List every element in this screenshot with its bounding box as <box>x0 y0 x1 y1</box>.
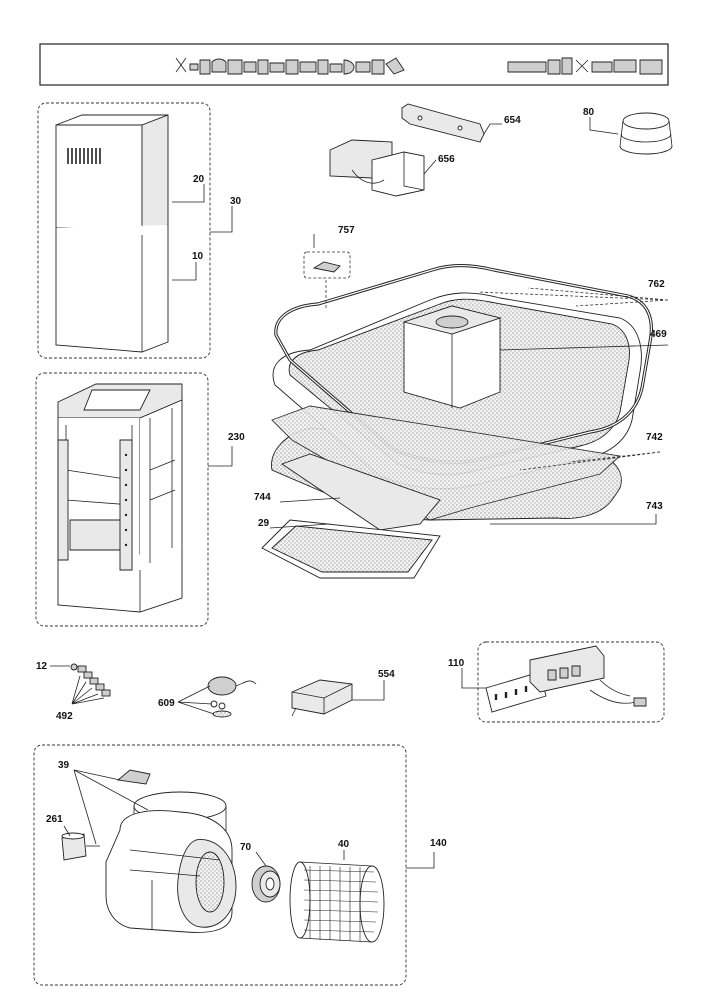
label-762: 762 <box>648 279 665 290</box>
control-group-box <box>477 641 665 723</box>
label-29: 29 <box>258 518 270 529</box>
label-70: 70 <box>240 842 252 853</box>
label-609: 609 <box>158 698 175 709</box>
fan-hub <box>251 865 281 903</box>
header-bar <box>39 43 669 86</box>
label-39: 39 <box>58 760 70 771</box>
label-743: 743 <box>646 501 663 512</box>
motor-group-box <box>33 744 407 986</box>
label-230: 230 <box>228 432 245 443</box>
control-board <box>485 645 647 713</box>
support-frame <box>57 383 183 613</box>
chimney-duct <box>55 114 169 353</box>
part-labels: 654 80 656 20 30 10 757 762 469 230 742 … <box>36 107 667 853</box>
chimney-group-box <box>37 102 211 359</box>
fan-wheel <box>289 861 385 943</box>
screw-bag <box>303 251 351 279</box>
duct-collar <box>619 112 673 155</box>
motor-housing-box <box>402 305 502 409</box>
label-20: 20 <box>193 174 205 185</box>
label-80: 80 <box>583 107 595 118</box>
label-554: 554 <box>378 669 395 680</box>
label-757: 757 <box>338 225 355 236</box>
label-40: 40 <box>338 839 350 850</box>
label-261: 261 <box>46 814 63 825</box>
lamp-parts <box>207 676 257 718</box>
cable-clips <box>70 663 111 697</box>
label-654: 654 <box>504 115 521 126</box>
appliance-icons-strip <box>172 56 408 75</box>
leader-lines <box>50 117 669 869</box>
label-12: 12 <box>36 661 48 672</box>
transformer <box>291 679 353 717</box>
label-744: 744 <box>254 492 271 503</box>
capacitor <box>61 832 100 861</box>
label-110: 110 <box>448 658 465 669</box>
duct-adapter <box>329 139 425 197</box>
label-656: 656 <box>438 154 455 165</box>
vent-slots <box>67 148 101 164</box>
label-469: 469 <box>650 329 667 340</box>
frame-group-box <box>35 372 209 627</box>
label-30: 30 <box>230 196 242 207</box>
label-140: 140 <box>430 838 447 849</box>
mounting-bracket <box>401 103 485 143</box>
label-10: 10 <box>192 251 204 262</box>
label-492: 492 <box>56 711 73 722</box>
canopy-assembly <box>261 263 653 579</box>
blower-motor <box>105 769 237 933</box>
manufacturer-logos-strip <box>505 56 665 75</box>
label-742: 742 <box>646 432 663 443</box>
